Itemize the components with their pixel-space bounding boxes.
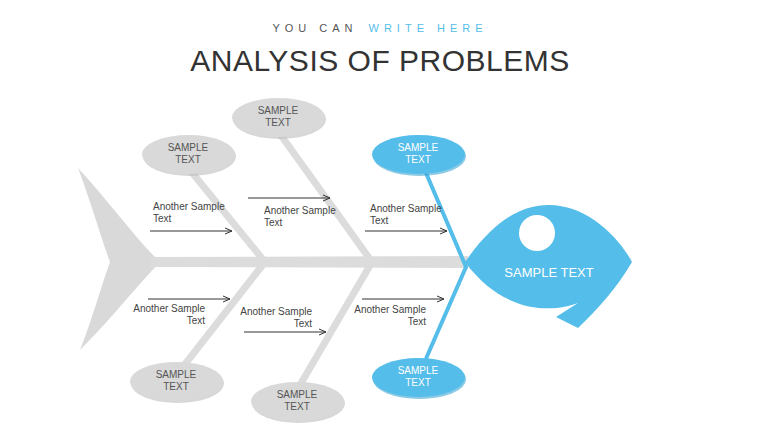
subtitle-row: YOU CAN WRITE HERE <box>0 22 760 34</box>
cause-ellipse: SAMPLE TEXT <box>141 134 236 175</box>
ellipse-fill <box>130 362 223 401</box>
head-eye <box>519 215 555 251</box>
cause-ellipse: SAMPLE TEXT <box>129 361 224 402</box>
ellipse-text: SAMPLE TEXT <box>388 142 448 166</box>
ellipse-fill <box>372 358 465 397</box>
cause-ellipse: SAMPLE TEXT <box>371 134 466 175</box>
ellipse-text: SAMPLE TEXT <box>388 365 448 389</box>
fish-tail <box>78 168 160 350</box>
bone-connector <box>426 267 466 358</box>
page-title: ANALYSIS OF PROBLEMS <box>0 44 760 78</box>
cause-label: Another Sample Text <box>153 201 225 225</box>
ellipse-fill <box>251 382 344 421</box>
cause-label: Another Sample Text <box>240 306 312 330</box>
cause-ellipse: SAMPLE TEXT <box>371 357 466 398</box>
fish-spine <box>150 256 468 268</box>
bone-connector <box>426 173 466 267</box>
ellipse-fill <box>142 135 235 174</box>
cause-ellipse: SAMPLE TEXT <box>250 381 345 422</box>
head-text: SAMPLE TEXT <box>504 265 593 280</box>
fish-head: SAMPLE TEXT <box>465 204 633 331</box>
cause-ellipse: SAMPLE TEXT <box>231 97 326 138</box>
ellipse-text: SAMPLE TEXT <box>267 389 327 413</box>
cause-label: Another Sample Text <box>133 303 205 327</box>
ellipse-text: SAMPLE TEXT <box>158 142 218 166</box>
subtitle-text: YOU CAN <box>272 22 357 34</box>
ellipse-fill <box>372 135 465 174</box>
ellipse-fill <box>232 98 325 137</box>
subtitle-text: WRITE HERE <box>369 22 488 34</box>
cause-label: Another Sample Text <box>370 203 442 227</box>
ellipse-text: SAMPLE TEXT <box>146 369 206 393</box>
head-outline <box>465 205 632 328</box>
cause-label: Another Sample Text <box>264 205 336 229</box>
cause-label: Another Sample Text <box>354 304 426 328</box>
ellipse-text: SAMPLE TEXT <box>248 105 308 129</box>
